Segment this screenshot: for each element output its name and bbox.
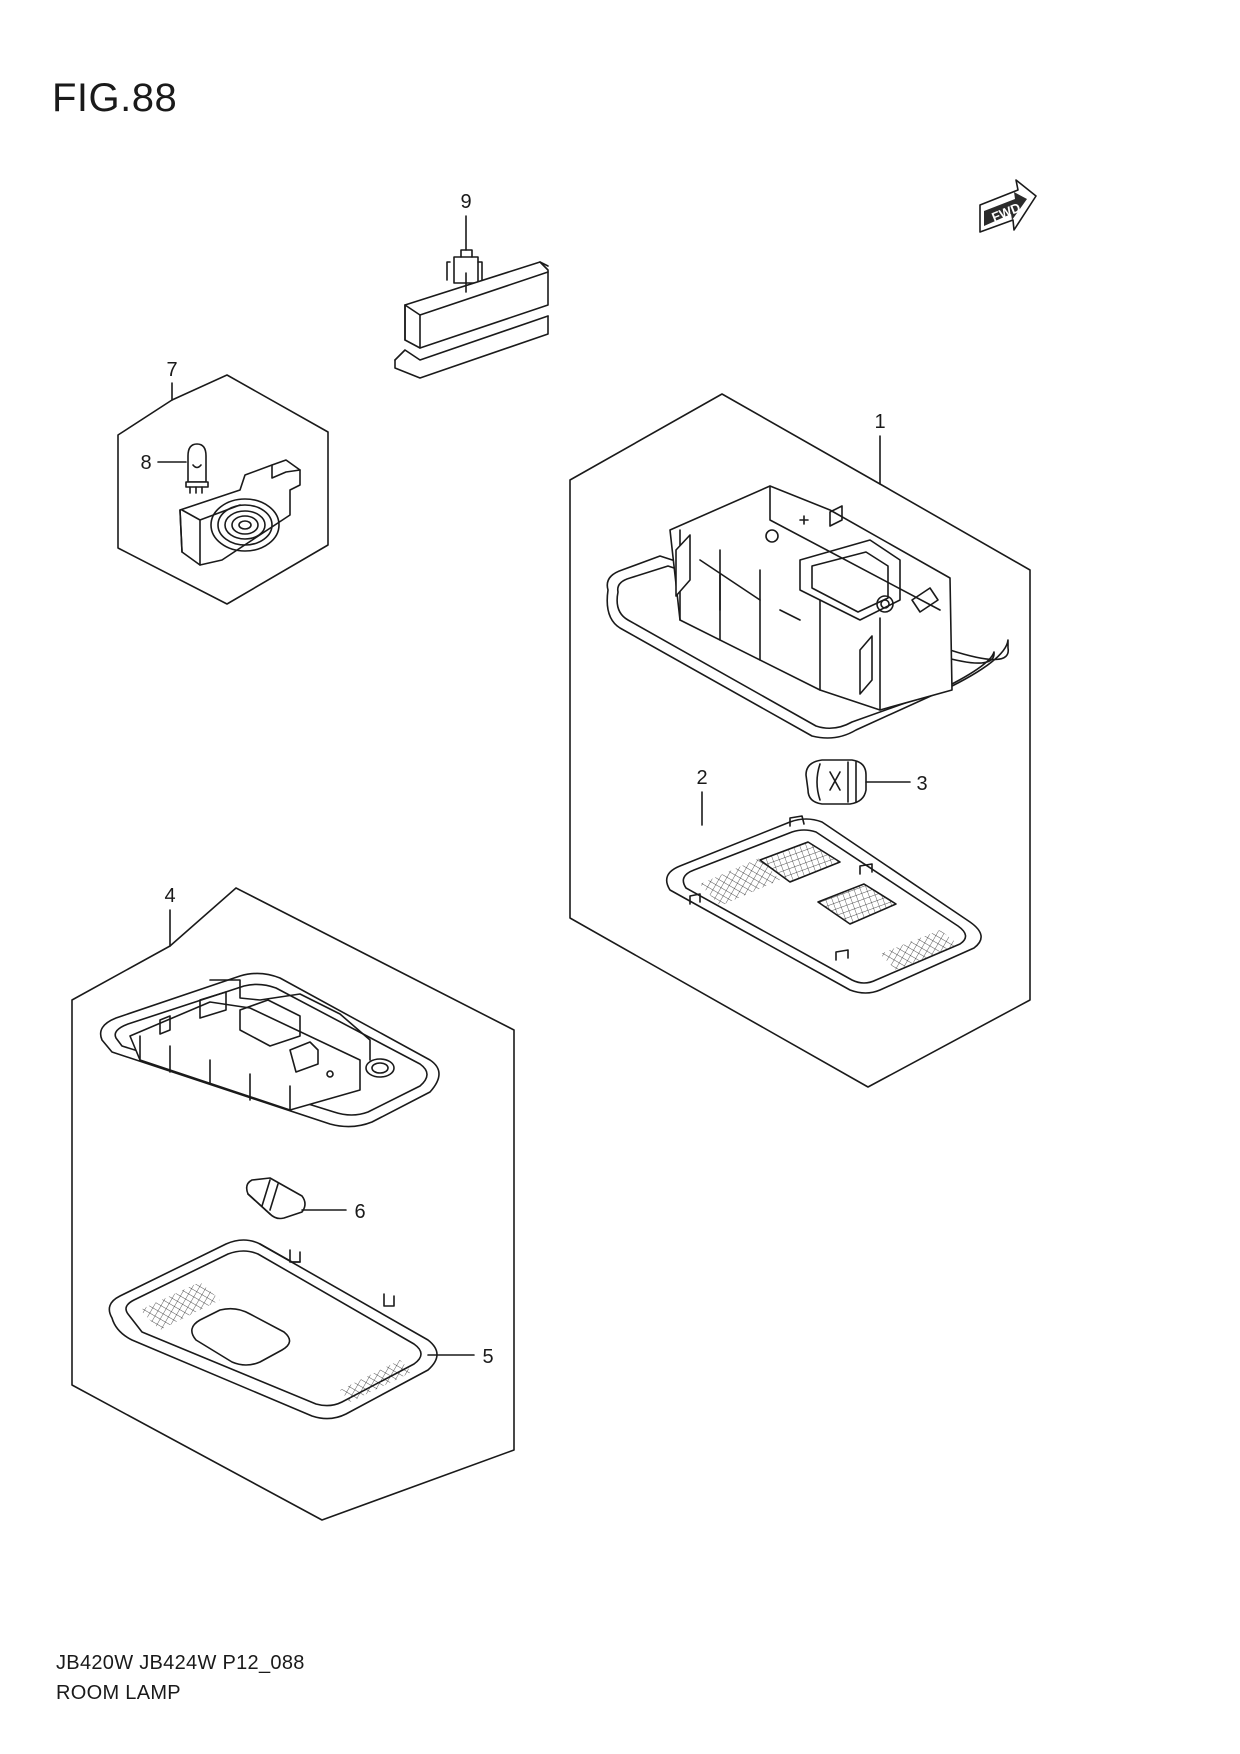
part-9-bracket bbox=[394, 249, 549, 379]
part-7-housing bbox=[179, 459, 301, 566]
callout-8: 8 bbox=[140, 452, 151, 474]
callout-2: 2 bbox=[696, 767, 707, 789]
model-code: JB420W JB424W P12_088 bbox=[56, 1652, 305, 1674]
callout-6: 6 bbox=[354, 1201, 365, 1223]
callout-7: 7 bbox=[166, 359, 177, 381]
figure-name: ROOM LAMP bbox=[56, 1682, 181, 1704]
callout-4: 4 bbox=[164, 885, 175, 907]
callout-1: 1 bbox=[874, 411, 885, 433]
figure-title: FIG.88 bbox=[52, 76, 178, 120]
part-8-bulb bbox=[185, 443, 209, 494]
part-6-bulb bbox=[245, 1177, 306, 1220]
part-3-bulb bbox=[805, 759, 867, 805]
part-5-lens bbox=[108, 1239, 438, 1420]
part-1-lamp-assembly bbox=[606, 485, 1009, 739]
group-7-outline bbox=[117, 374, 329, 605]
part-2-lens bbox=[665, 815, 982, 994]
callout-9: 9 bbox=[460, 191, 471, 213]
callout-3: 3 bbox=[916, 773, 927, 795]
group-4-outline bbox=[71, 887, 515, 1521]
part-4-lamp-base bbox=[99, 972, 440, 1128]
fwd-arrow-icon bbox=[979, 179, 1037, 233]
group-1-outline bbox=[569, 393, 1031, 1088]
callout-5: 5 bbox=[482, 1346, 493, 1368]
